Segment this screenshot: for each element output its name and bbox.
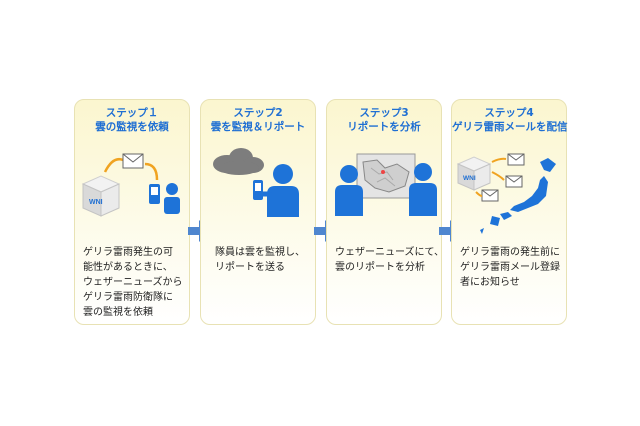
send-arrow-icon bbox=[144, 162, 159, 181]
envelope-icon bbox=[481, 189, 499, 202]
mobile-phone-icon bbox=[149, 184, 160, 204]
step-card-4: ステップ4 ゲリラ雷雨メールを配信 WNI bbox=[451, 99, 568, 325]
person-right-icon bbox=[409, 163, 437, 216]
step-description: 隊員は雲を監視し、 リポートを送る bbox=[215, 247, 305, 273]
envelope-icon bbox=[505, 175, 523, 188]
step-4-illustration: WNI bbox=[456, 153, 556, 234]
send-arrow-icon bbox=[491, 157, 507, 163]
step-2-illustration bbox=[213, 148, 299, 217]
send-arrow-icon bbox=[103, 158, 124, 173]
step-title: ステップ3 リポートを分析 bbox=[347, 107, 421, 133]
step-card-3: ステップ3 リポートを分析 ウェザーニューズにて、 雲のリポートを分析 bbox=[326, 99, 444, 325]
mobile-phone-icon bbox=[253, 180, 263, 200]
step-title: ステップ2 雲を監視＆リポート bbox=[210, 107, 306, 133]
map-board-icon bbox=[356, 153, 416, 199]
wni-label: WNI bbox=[89, 199, 103, 206]
person-left-icon bbox=[335, 165, 363, 216]
person-icon bbox=[256, 164, 299, 217]
japan-map-icon bbox=[480, 158, 556, 234]
step-1-illustration: WNI bbox=[81, 153, 180, 217]
step-3-illustration bbox=[335, 153, 437, 216]
envelope-icon bbox=[507, 153, 525, 166]
step-card-1: ステップ１ 雲の監視を依頼 WNI ゲリラ雷雨発生の可 能性があるときに、 ウェ… bbox=[74, 99, 190, 325]
step-description: ゲリラ雷雨の発生前に ゲリラ雷雨メール登録 者にお知らせ bbox=[460, 247, 560, 288]
step-title: ステップ4 ゲリラ雷雨メールを配信 bbox=[452, 107, 568, 133]
send-arrow-icon bbox=[475, 191, 483, 197]
step-card-2: ステップ2 雲を監視＆リポート 隊員は雲を監視し、 リポートを送る bbox=[200, 99, 316, 325]
wni-label: WNI bbox=[463, 175, 476, 182]
step-description: ウェザーニューズにて、 雲のリポートを分析 bbox=[335, 247, 444, 273]
wni-server-icon: WNI bbox=[81, 175, 121, 217]
person-icon bbox=[164, 183, 180, 214]
step-title: ステップ１ 雲の監視を依頼 bbox=[95, 107, 169, 133]
cloud-icon bbox=[213, 148, 264, 175]
send-arrow-icon bbox=[491, 171, 505, 181]
wni-server-icon: WNI bbox=[456, 156, 492, 191]
envelope-icon bbox=[122, 153, 144, 169]
step-description: ゲリラ雷雨発生の可 能性があるときに、 ウェザーニューズから ゲリラ雷雨防衛隊に… bbox=[83, 247, 183, 318]
